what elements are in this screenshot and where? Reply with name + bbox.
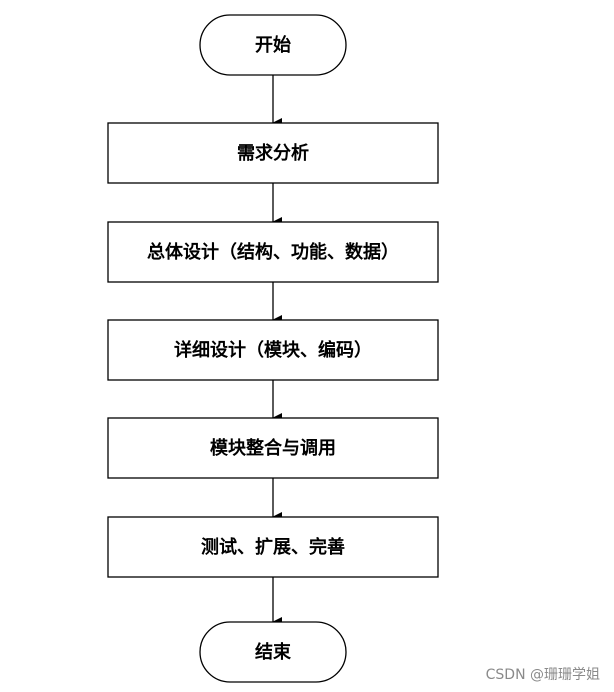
- start-node-label: 开始: [255, 34, 291, 56]
- requirements-analysis-label: 需求分析: [237, 142, 309, 164]
- testing-node: 测试、扩展、完善: [107, 516, 439, 578]
- csdn-watermark: CSDN @珊珊学姐: [485, 667, 600, 683]
- end-node: 结束: [199, 621, 347, 683]
- start-node: 开始: [199, 14, 347, 76]
- detailed-design-label: 详细设计（模块、编码）: [174, 339, 372, 361]
- module-integration-node: 模块整合与调用: [107, 417, 439, 479]
- detailed-design-node: 详细设计（模块、编码）: [107, 319, 439, 381]
- testing-label: 测试、扩展、完善: [201, 536, 345, 558]
- module-integration-label: 模块整合与调用: [210, 437, 336, 459]
- overall-design-label: 总体设计（结构、功能、数据）: [147, 241, 399, 263]
- end-node-label: 结束: [255, 641, 292, 663]
- overall-design-node: 总体设计（结构、功能、数据）: [107, 221, 439, 283]
- requirements-analysis-node: 需求分析: [107, 122, 439, 184]
